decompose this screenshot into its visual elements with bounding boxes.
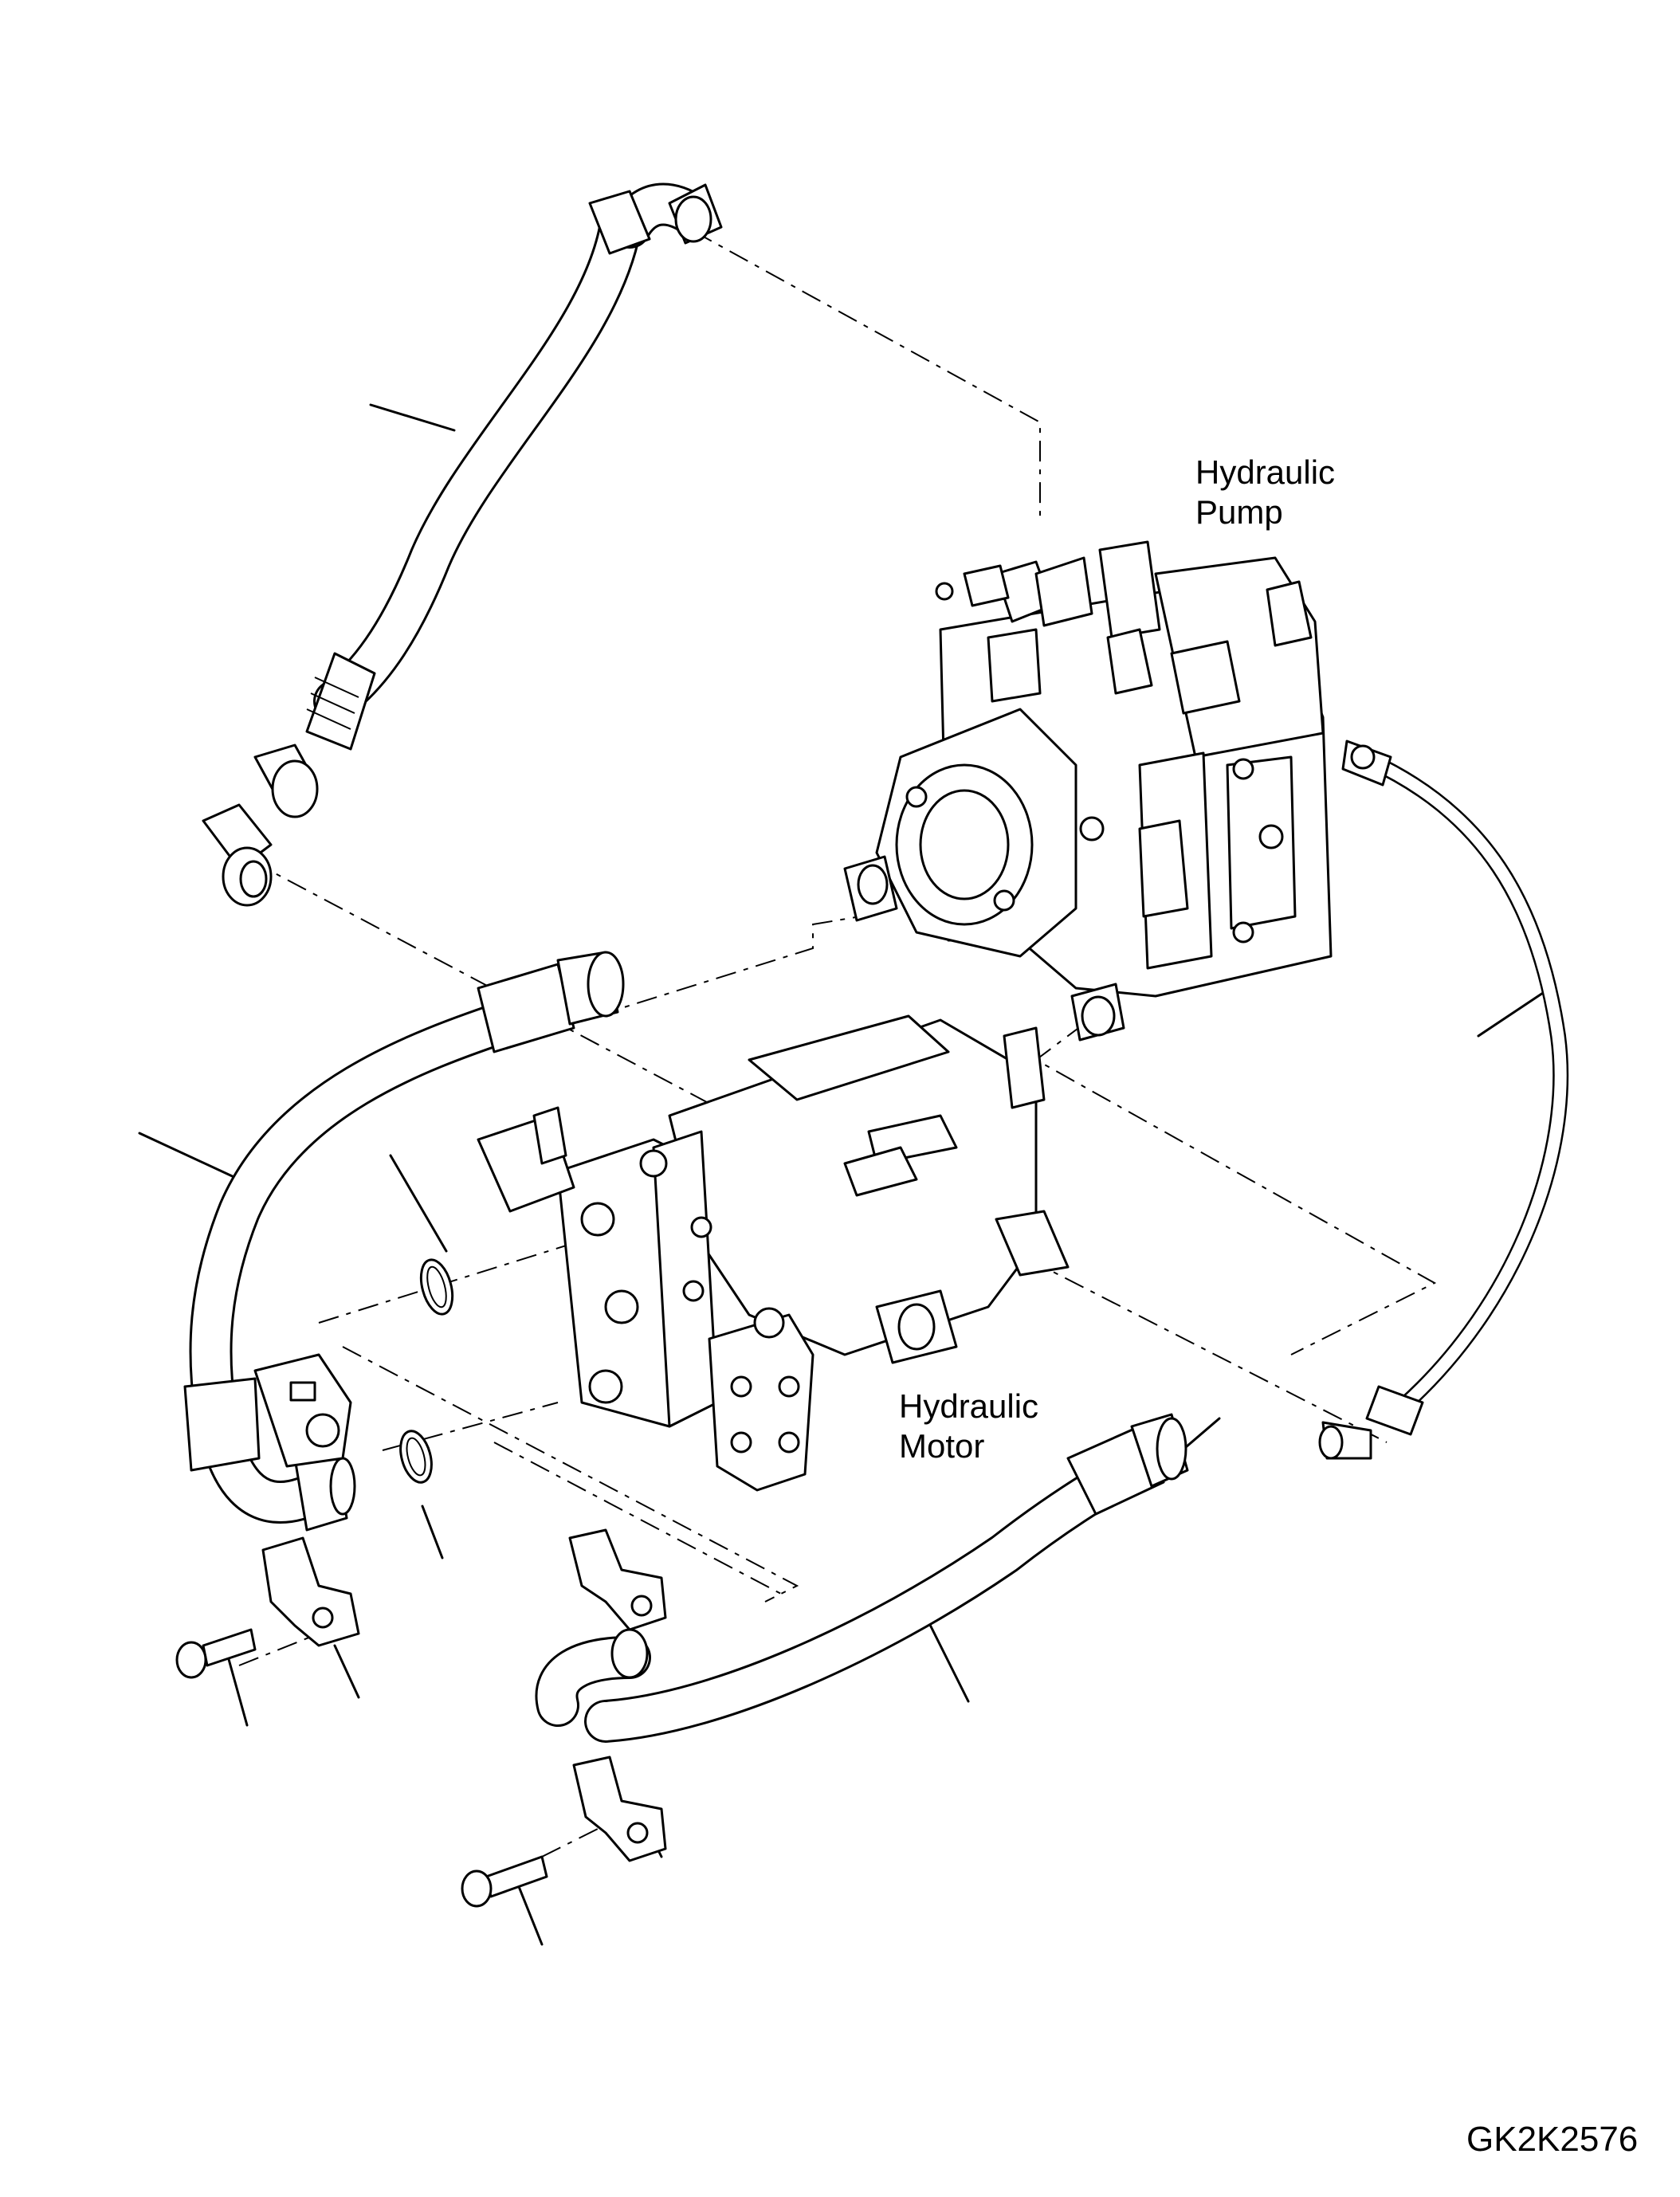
- o-ring-icon: [399, 1258, 454, 1484]
- motor-label: Hydraulic Motor: [899, 1387, 1038, 1466]
- bolt-icon: [175, 1628, 548, 1908]
- clamp-icon: [261, 1528, 667, 1862]
- pump-label-line2: Pump: [1195, 493, 1283, 531]
- hose-middle-left: [183, 951, 625, 1532]
- pump-label: Hydraulic Pump: [1195, 453, 1335, 532]
- drawing-code: GK2K2576: [1466, 2120, 1639, 2159]
- motor-label-line1: Hydraulic: [899, 1387, 1039, 1425]
- hose-lower: [535, 1413, 1189, 1743]
- motor-label-line2: Motor: [899, 1427, 985, 1465]
- hose-upper-left: [202, 182, 723, 907]
- assembly-guide-lines: [238, 230, 1437, 1858]
- hydraulic-motor-icon: [477, 1014, 1070, 1492]
- hydraulic-pump-icon: [843, 540, 1333, 1042]
- hose-right-thin: [1318, 740, 1569, 1460]
- pump-label-line1: Hydraulic: [1195, 453, 1336, 491]
